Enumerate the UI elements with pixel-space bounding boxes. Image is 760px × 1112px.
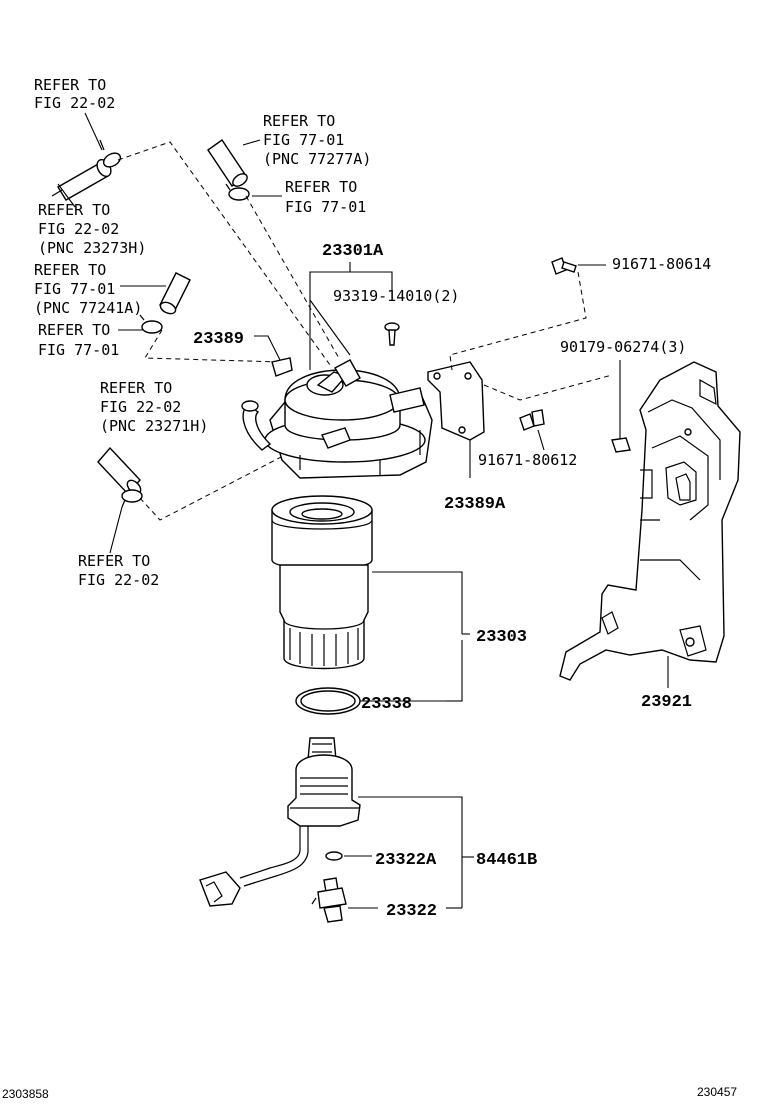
part-number-93319[interactable]: 93319-14010(2) bbox=[333, 287, 459, 305]
dash-line-1 bbox=[117, 141, 331, 366]
leader-ref-2 bbox=[242, 139, 261, 146]
svg-text:REFER TO: REFER TO bbox=[285, 178, 357, 196]
illustration-code-right: 230457 bbox=[697, 1085, 737, 1099]
part-number-23389[interactable]: 23389 bbox=[193, 330, 244, 349]
leader-23303 bbox=[372, 571, 463, 634]
svg-text:FIG 22-02: FIG 22-02 bbox=[100, 398, 181, 416]
hose-clamp-4 bbox=[121, 489, 143, 508]
ref-label-3: REFER TO FIG 77-01 bbox=[285, 178, 366, 216]
nut-90179 bbox=[611, 437, 631, 453]
ref-label-2: REFER TO FIG 77-01 (PNC 77277A) bbox=[263, 112, 371, 168]
dash-line-4 bbox=[139, 454, 286, 521]
heat-shield-23921 bbox=[559, 361, 741, 681]
leader-23338 bbox=[360, 640, 463, 702]
leader-ref-4 bbox=[57, 183, 76, 208]
dash-line-6 bbox=[483, 374, 613, 401]
svg-text:(PNC 23273H): (PNC 23273H) bbox=[38, 239, 146, 257]
svg-text:(PNC 23271H): (PNC 23271H) bbox=[100, 417, 208, 435]
svg-text:FIG 22-02: FIG 22-02 bbox=[34, 94, 115, 112]
hose-77241A bbox=[159, 272, 191, 315]
leader-23389 bbox=[254, 335, 281, 361]
bolt-91671-80614 bbox=[551, 257, 577, 275]
bolt-91671-80612 bbox=[519, 409, 545, 431]
svg-text:FIG 77-01: FIG 77-01 bbox=[38, 341, 119, 359]
svg-text:(PNC 77277A): (PNC 77277A) bbox=[263, 150, 371, 168]
hose-clamp-3 bbox=[139, 314, 163, 334]
svg-text:FIG 77-01: FIG 77-01 bbox=[34, 280, 115, 298]
hose-clamp-2 bbox=[225, 183, 250, 201]
leader-ref-1 bbox=[84, 112, 103, 151]
o-ring-23322A bbox=[325, 851, 343, 861]
clip-23389 bbox=[271, 357, 293, 377]
svg-text:REFER TO: REFER TO bbox=[100, 379, 172, 397]
leader-84461B-a bbox=[358, 796, 463, 908]
svg-text:REFER TO: REFER TO bbox=[34, 76, 106, 94]
dash-line-3 bbox=[144, 329, 281, 363]
part-number-23338[interactable]: 23338 bbox=[361, 695, 412, 714]
dash-line-5 bbox=[449, 271, 587, 371]
hose-23271H bbox=[97, 446, 142, 496]
o-ring-23338 bbox=[295, 687, 361, 715]
ref-label-5: REFER TO FIG 77-01 (PNC 77241A) bbox=[34, 261, 142, 317]
svg-text:REFER TO: REFER TO bbox=[78, 552, 150, 570]
svg-text:FIG 22-02: FIG 22-02 bbox=[78, 571, 159, 589]
bracket-23301A bbox=[309, 271, 393, 370]
ref-label-1: REFER TO FIG 22-02 bbox=[34, 76, 115, 112]
hose-clamp-1 bbox=[99, 139, 122, 168]
svg-text:REFER TO: REFER TO bbox=[34, 261, 106, 279]
part-number-90179[interactable]: 90179-06274(3) bbox=[560, 338, 686, 356]
svg-text:REFER TO: REFER TO bbox=[263, 112, 335, 130]
part-number-84461B[interactable]: 84461B bbox=[476, 851, 537, 870]
sensor-23322 bbox=[311, 877, 347, 923]
ref-label-7: REFER TO FIG 22-02 (PNC 23271H) bbox=[100, 379, 208, 435]
filter-head bbox=[241, 359, 433, 479]
part-number-23322A[interactable]: 23322A bbox=[375, 851, 437, 870]
svg-text:REFER TO: REFER TO bbox=[38, 321, 110, 339]
part-number-23921[interactable]: 23921 bbox=[641, 693, 692, 712]
ref-label-6: REFER TO FIG 77-01 bbox=[38, 321, 119, 359]
ref-label-8: REFER TO FIG 22-02 bbox=[78, 552, 159, 589]
ref-label-4: REFER TO FIG 22-02 (PNC 23273H) bbox=[38, 201, 146, 257]
leader-23301A-a bbox=[309, 299, 351, 356]
svg-text:FIG 77-01: FIG 77-01 bbox=[263, 131, 344, 149]
part-number-91671-80612[interactable]: 91671-80612 bbox=[478, 451, 577, 469]
part-number-23303[interactable]: 23303 bbox=[476, 628, 527, 647]
illustration-code-left: 2303858 bbox=[2, 1087, 49, 1101]
water-sensor-assembly bbox=[199, 737, 361, 907]
svg-text:(PNC 77241A): (PNC 77241A) bbox=[34, 299, 142, 317]
part-number-23389A[interactable]: 23389A bbox=[444, 495, 506, 514]
part-number-23322[interactable]: 23322 bbox=[386, 902, 437, 921]
hose-77277A bbox=[207, 139, 248, 187]
part-number-91671-80614[interactable]: 91671-80614 bbox=[612, 255, 711, 273]
svg-text:FIG 22-02: FIG 22-02 bbox=[38, 220, 119, 238]
hose-fuel-inlet bbox=[51, 158, 112, 201]
leader-91671-80612 bbox=[537, 429, 545, 451]
bracket-23389A bbox=[427, 361, 485, 441]
svg-text:FIG 77-01: FIG 77-01 bbox=[285, 198, 366, 216]
part-number-23301A[interactable]: 23301A bbox=[322, 242, 384, 261]
filter-element-23303 bbox=[271, 495, 373, 670]
dash-line-2 bbox=[245, 195, 341, 361]
svg-text:REFER TO: REFER TO bbox=[38, 201, 110, 219]
leader-ref-8 bbox=[109, 506, 123, 554]
screw-93319 bbox=[384, 322, 400, 346]
